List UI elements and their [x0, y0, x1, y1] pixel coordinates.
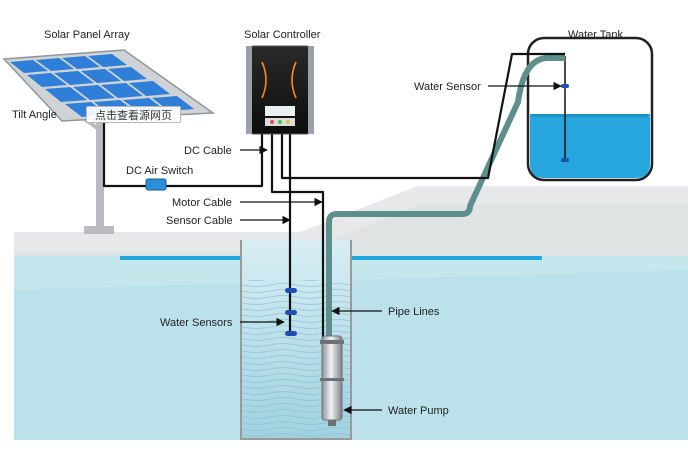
cables	[102, 52, 565, 338]
label-tilt-angle: Tilt Angle	[12, 109, 57, 121]
water-pump-icon	[320, 335, 344, 426]
view-source-page-button[interactable]: 点击查看源网页	[86, 106, 181, 123]
label-dc-cable: DC Cable	[184, 145, 232, 157]
label-solar-controller: Solar Controller	[244, 29, 321, 41]
pump-water-sensors	[285, 288, 297, 336]
label-solar-panel-array: Solar Panel Array	[44, 29, 130, 41]
label-water-tank: Water Tank	[568, 29, 624, 41]
solar-panel-icon	[2, 49, 216, 234]
label-water-pump: Water Pump	[388, 405, 449, 417]
solar-controller-icon	[246, 45, 314, 135]
label-sensor-cable: Sensor Cable	[166, 215, 233, 227]
leader-arrows	[240, 81, 562, 415]
label-water-sensor: Water Sensor	[414, 81, 481, 93]
label-motor-cable: Motor Cable	[172, 197, 232, 209]
dc-air-switch-icon	[145, 178, 167, 191]
water-sensor-probe	[561, 56, 569, 162]
label-pipe-lines: Pipe Lines	[388, 306, 440, 318]
pipe-line	[326, 55, 565, 340]
label-water-sensors: Water Sensors	[160, 317, 233, 329]
label-dc-air-switch: DC Air Switch	[126, 165, 193, 177]
ground	[14, 186, 688, 256]
water-tank-icon	[526, 36, 654, 182]
